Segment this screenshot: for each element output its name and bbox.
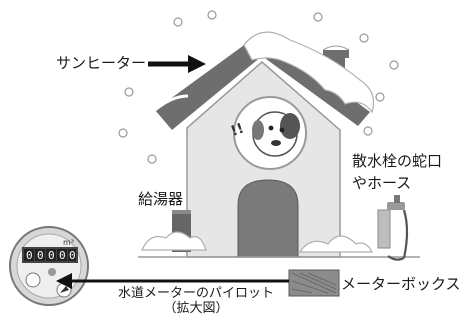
exclamation-mark: !! bbox=[229, 121, 246, 140]
pilot-indicator bbox=[60, 286, 69, 293]
label-faucet: 散水栓の蛇口 やホース bbox=[352, 151, 442, 195]
label-faucet-line1: 散水栓の蛇口 bbox=[352, 152, 443, 170]
snowflake bbox=[118, 128, 128, 138]
snowflake bbox=[207, 10, 217, 20]
label-meter-box: メーターボックス bbox=[341, 275, 461, 293]
window-with-character: !! bbox=[229, 96, 307, 170]
door bbox=[237, 179, 299, 258]
meter-box bbox=[288, 269, 340, 297]
label-meter-pilot-line2: （拡大図） bbox=[163, 300, 229, 316]
garden-faucet bbox=[377, 195, 409, 261]
label-faucet-line2: やホース bbox=[352, 173, 412, 192]
snowflake bbox=[124, 87, 134, 97]
meter-digit: 0 bbox=[69, 249, 76, 262]
snowflake bbox=[147, 154, 157, 164]
meter-digit: 0 bbox=[59, 249, 66, 262]
snowflake bbox=[363, 126, 373, 136]
meter-arrowhead bbox=[56, 273, 72, 289]
meter-digit: 0 bbox=[48, 249, 55, 262]
arrows bbox=[56, 55, 289, 289]
meter-digits: 0 0 0 0 0 bbox=[24, 249, 76, 262]
snowflake bbox=[173, 17, 183, 27]
label-water-heater: 給湯器 bbox=[138, 190, 184, 208]
label-sun-heater: サンヒーター bbox=[56, 54, 147, 72]
sun-heater-arrowhead bbox=[188, 55, 206, 73]
label-meter-pilot: 水道メーターのパイロット （拡大図） bbox=[110, 286, 282, 317]
snowflakes bbox=[118, 10, 399, 164]
snowflake bbox=[375, 92, 385, 102]
water-meter-pilot: m³ 0 0 0 0 0 bbox=[9, 226, 89, 306]
meter-digit: 0 bbox=[37, 249, 44, 262]
snow-drifts bbox=[141, 231, 373, 253]
snowflake bbox=[389, 60, 399, 70]
snowflake bbox=[359, 33, 369, 43]
meter-digit: 0 bbox=[26, 249, 33, 262]
meter-dial bbox=[25, 272, 41, 288]
snowflake bbox=[313, 12, 323, 22]
meter-unit: m³ bbox=[63, 238, 74, 247]
label-meter-pilot-line1: 水道メーターのパイロット bbox=[117, 286, 274, 301]
roof bbox=[154, 31, 375, 130]
